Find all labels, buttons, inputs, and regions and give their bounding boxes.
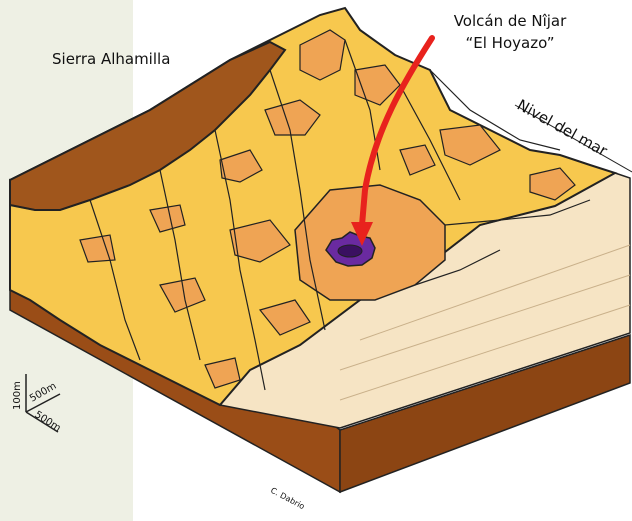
scale-horizontal-label-1: 500m (28, 381, 58, 405)
sierra-label: Sierra Alhamilla (52, 50, 170, 68)
scale-vertical-label: 100m (12, 381, 23, 410)
credit-label: C. Dabrio (269, 486, 306, 511)
volcano-label-line2: “El Hoyazo” (466, 34, 555, 52)
volcano-crater (338, 245, 362, 257)
scale-horizontal-label-2: 500m (32, 409, 62, 434)
volcano-label-line1: Volcán de Nîjar (454, 12, 567, 30)
